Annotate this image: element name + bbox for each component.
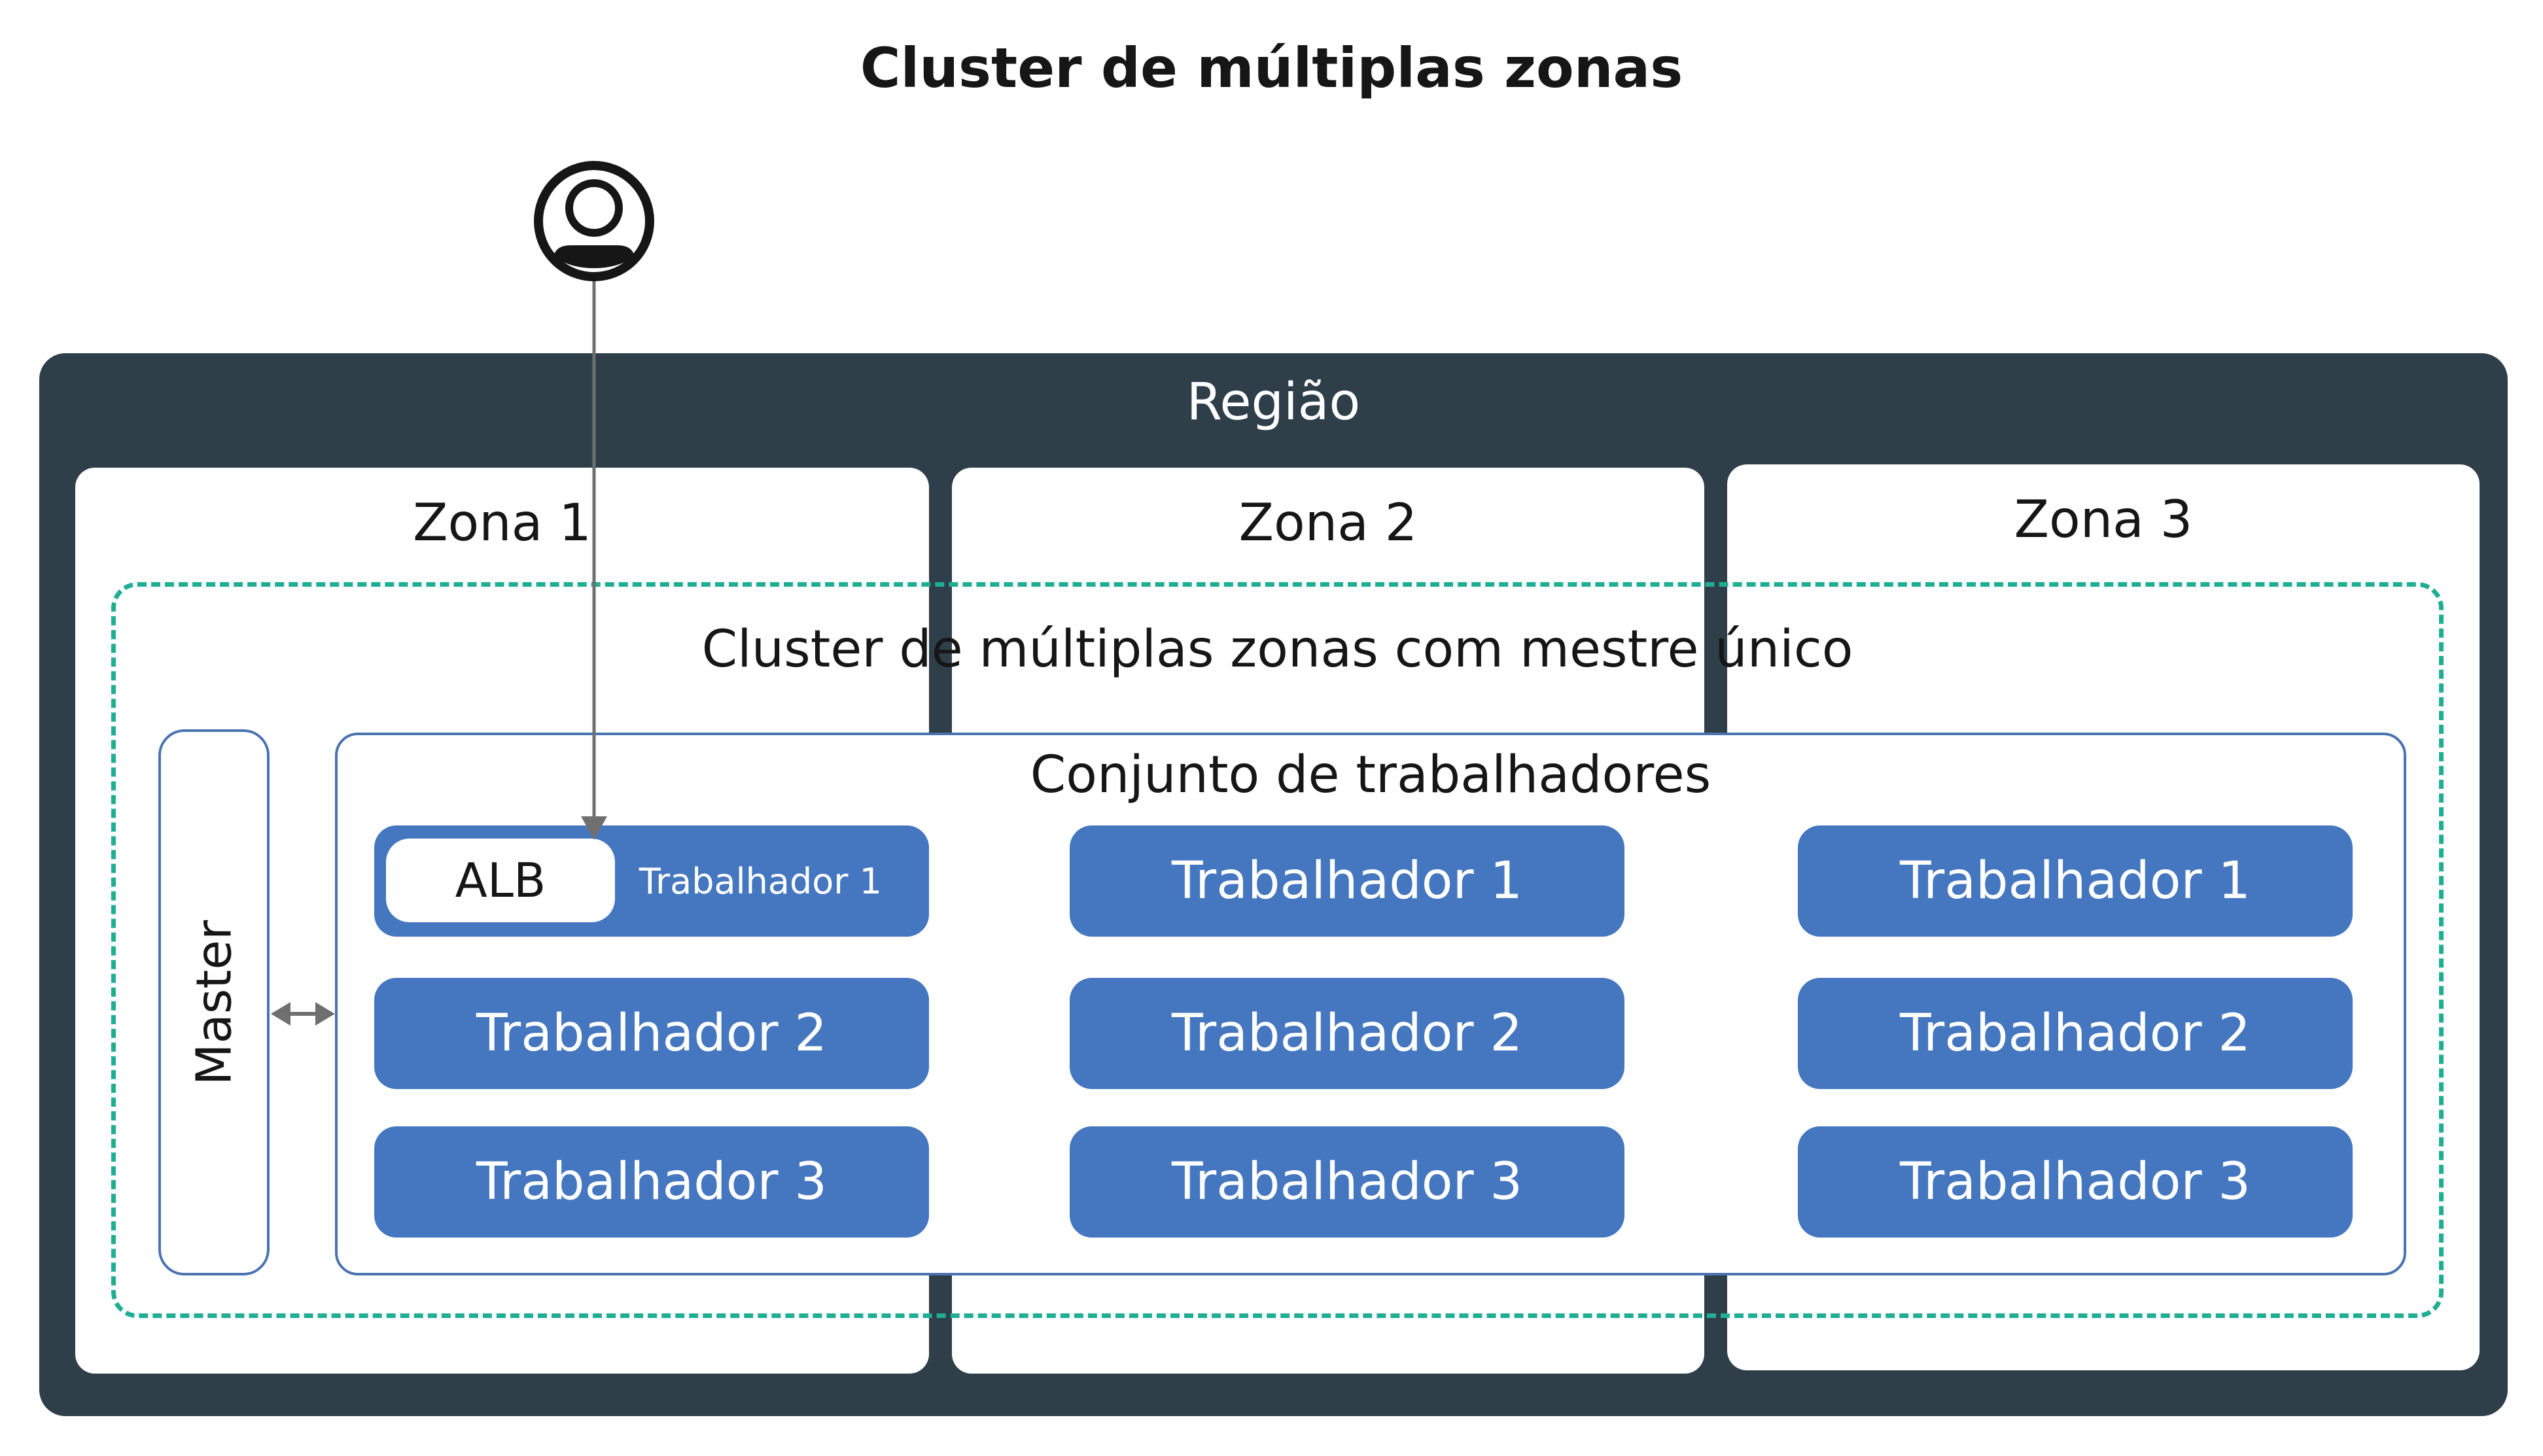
worker-zone3-2: Trabalhador 2 <box>1798 978 2353 1089</box>
alb-arrowhead <box>581 816 607 840</box>
zone-1-label: Zona 1 <box>413 494 591 553</box>
region-label: Região <box>1186 373 1361 432</box>
worker-zone1-3: Trabalhador 3 <box>374 1126 929 1238</box>
cluster-label: Cluster de múltiplas zonas com mestre ún… <box>701 620 1853 679</box>
worker-zone2-3: Trabalhador 3 <box>1070 1126 1624 1238</box>
worker-zone1-2: Trabalhador 2 <box>374 978 929 1089</box>
zone-3-label: Zona 3 <box>2014 491 2193 549</box>
worker-zone3-1: Trabalhador 1 <box>1798 825 2353 937</box>
alb-box: ALB <box>386 839 615 922</box>
worker-zone2-2: Trabalhador 2 <box>1070 978 1624 1089</box>
user-avatar-icon <box>534 161 654 281</box>
diagram-title: Cluster de múltiplas zonas <box>860 36 1683 100</box>
master-pool-double-arrow <box>271 1002 335 1026</box>
worker-zone3-3: Trabalhador 3 <box>1798 1126 2353 1238</box>
worker-zone2-1: Trabalhador 1 <box>1070 825 1624 937</box>
master-box <box>158 729 270 1275</box>
multizone-cluster-boundary <box>111 582 2444 1318</box>
zone-2-label: Zona 2 <box>1238 494 1418 553</box>
worker-pool-label: Conjunto de trabalhadores <box>1030 746 1711 805</box>
